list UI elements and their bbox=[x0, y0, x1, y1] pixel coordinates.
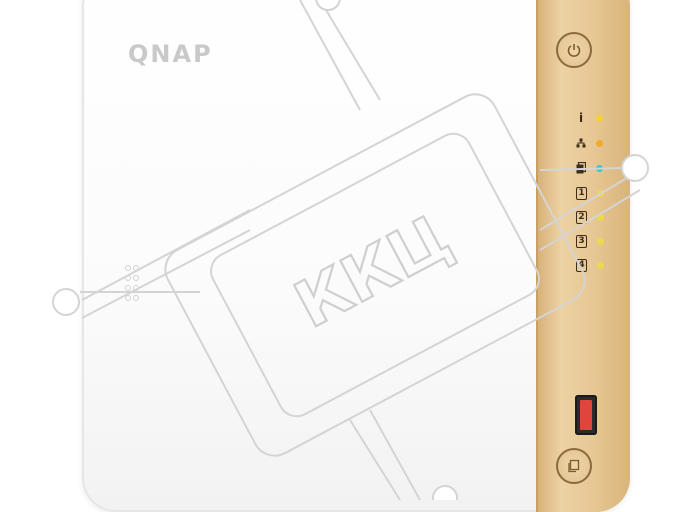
led-indicator bbox=[597, 238, 604, 245]
disk-icon: 2 bbox=[576, 211, 587, 224]
brand-logo: QNAP bbox=[128, 40, 213, 68]
disk-icon: 4 bbox=[576, 259, 587, 272]
led-disk-4: 4 bbox=[576, 259, 604, 272]
led-indicator bbox=[596, 164, 603, 172]
led-info: i bbox=[576, 111, 603, 125]
storage-icon bbox=[576, 162, 586, 174]
front-panel bbox=[536, 0, 630, 512]
info-icon: i bbox=[578, 111, 584, 125]
copy-icon bbox=[568, 459, 580, 473]
led-disk-2: 2 bbox=[576, 211, 604, 224]
led-indicator bbox=[597, 190, 604, 197]
led-indicator bbox=[596, 114, 603, 122]
led-storage bbox=[576, 162, 603, 174]
disk-icon: 1 bbox=[576, 187, 587, 200]
led-disk-1: 1 bbox=[576, 187, 604, 200]
nas-device: QNAP bbox=[82, 0, 630, 512]
led-indicator bbox=[597, 262, 604, 269]
led-network bbox=[576, 137, 603, 149]
disk-icon: 3 bbox=[576, 235, 587, 248]
led-disk-3: 3 bbox=[576, 235, 604, 248]
led-indicator bbox=[597, 214, 604, 221]
power-button[interactable] bbox=[556, 32, 592, 68]
network-icon bbox=[576, 137, 586, 149]
usb-port[interactable] bbox=[575, 395, 597, 435]
power-icon bbox=[567, 44, 581, 57]
led-indicator bbox=[596, 139, 603, 147]
one-touch-copy-button[interactable] bbox=[556, 448, 592, 484]
